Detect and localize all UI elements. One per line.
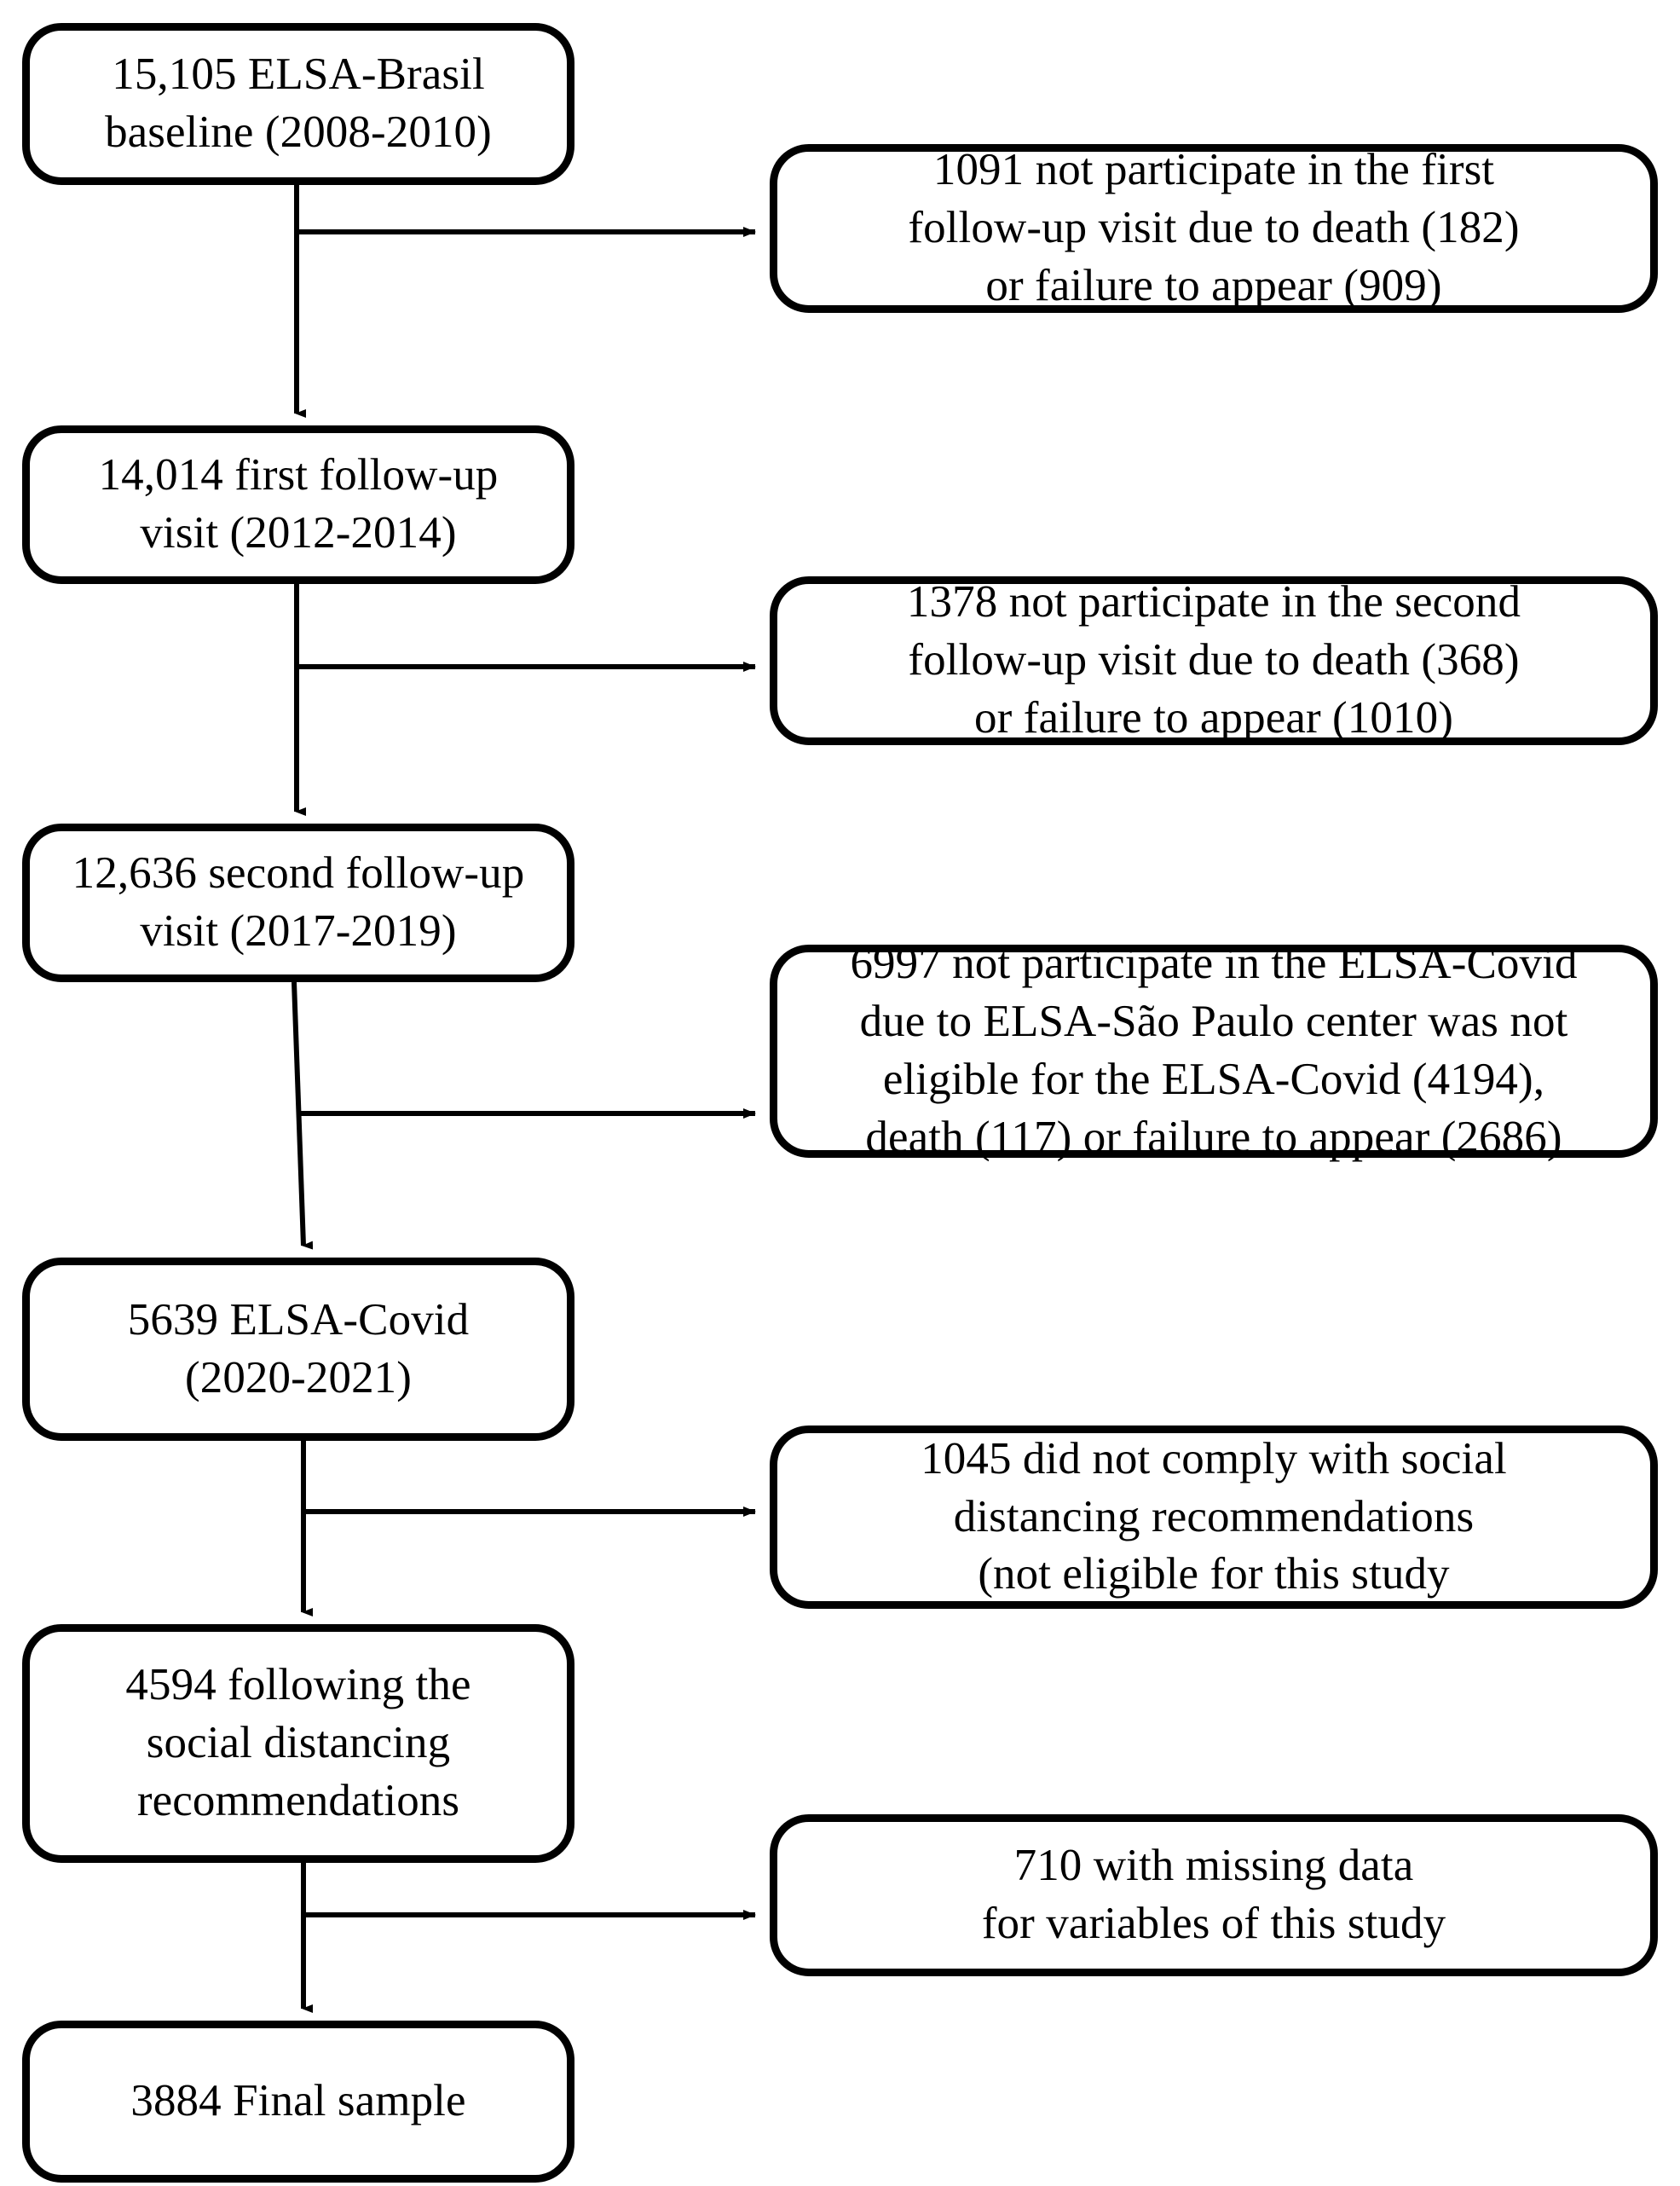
node-exclusion-second-follow-up-label: 1378 not participate in the second follo… <box>906 577 1521 743</box>
node-exclusion-missing-data-label: 710 with missing data for variables of t… <box>981 1841 1446 1948</box>
node-exclusion-elsa-covid-label: 6997 not participate in the ELSA-Covid d… <box>850 939 1578 1162</box>
node-exclusion-non-compliance: 1045 did not comply with social distanci… <box>770 1426 1658 1609</box>
node-social-distancing-label: 4594 following the social distancing rec… <box>125 1660 471 1825</box>
node-baseline: 15,105 ELSA-Brasil baseline (2008-2010) <box>22 23 574 185</box>
node-exclusion-second-follow-up: 1378 not participate in the second follo… <box>770 576 1658 745</box>
node-exclusion-missing-data: 710 with missing data for variables of t… <box>770 1814 1658 1976</box>
node-exclusion-first-follow-up-label: 1091 not participate in the first follow… <box>908 145 1520 310</box>
node-first-follow-up-label: 14,014 first follow-up visit (2012-2014) <box>98 450 499 558</box>
node-exclusion-elsa-covid: 6997 not participate in the ELSA-Covid d… <box>770 939 1658 1162</box>
node-social-distancing: 4594 following the social distancing rec… <box>22 1624 574 1863</box>
node-second-follow-up-label: 12,636 second follow-up visit (2017-2019… <box>72 848 525 956</box>
node-elsa-covid: 5639 ELSA-Covid (2020-2021) <box>22 1258 574 1441</box>
node-exclusion-first-follow-up: 1091 not participate in the first follow… <box>770 144 1658 313</box>
node-final-sample-label: 3884 Final sample <box>130 2076 466 2126</box>
node-first-follow-up: 14,014 first follow-up visit (2012-2014) <box>22 425 574 584</box>
node-elsa-covid-label: 5639 ELSA-Covid (2020-2021) <box>127 1294 470 1402</box>
node-second-follow-up: 12,636 second follow-up visit (2017-2019… <box>22 824 574 982</box>
node-baseline-label: 15,105 ELSA-Brasil baseline (2008-2010) <box>105 49 492 157</box>
node-final-sample: 3884 Final sample <box>22 2021 574 2183</box>
node-exclusion-non-compliance-label: 1045 did not comply with social distanci… <box>921 1433 1507 1599</box>
